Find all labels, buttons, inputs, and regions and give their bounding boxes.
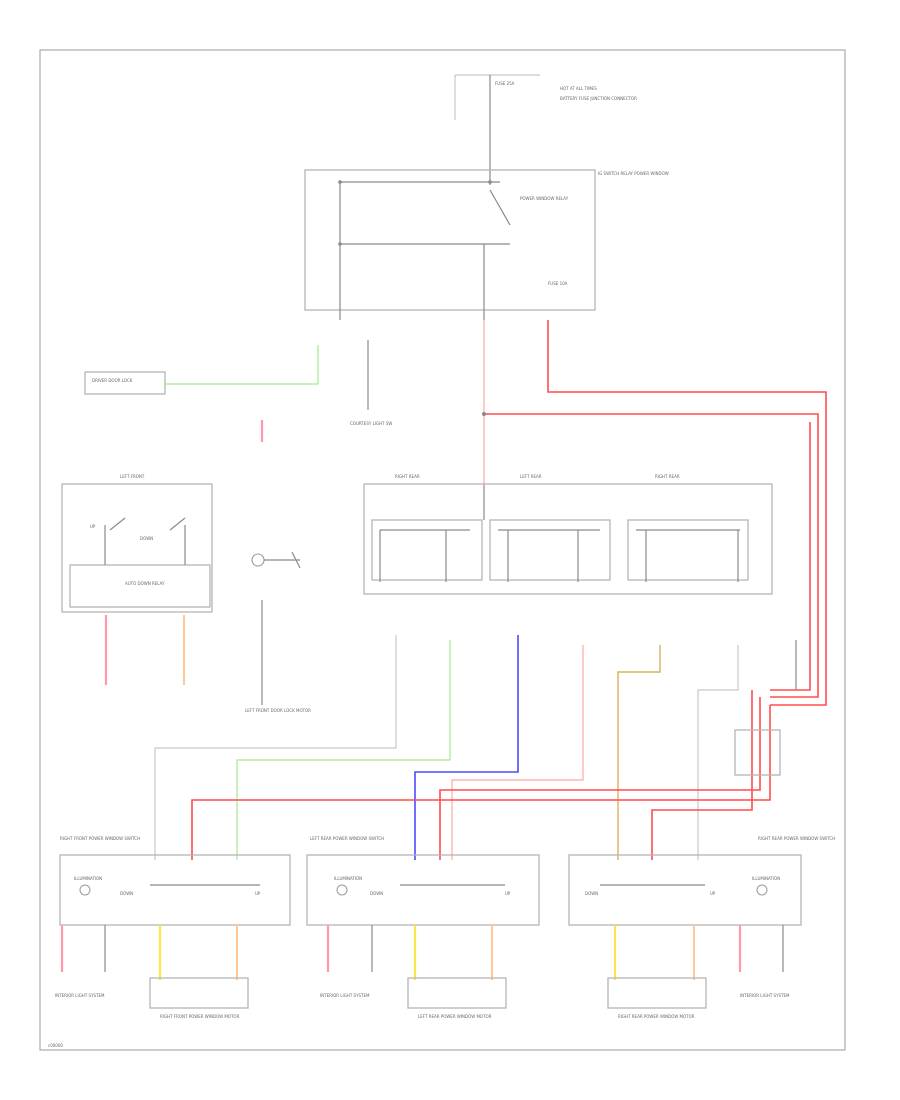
footer-code: c00000 bbox=[48, 1043, 63, 1048]
door-lock-label: DRIVER DOOR LOCK bbox=[92, 378, 133, 383]
rr-illum-label: ILLUMINATION bbox=[752, 876, 780, 881]
relay-note-label: IG SWITCH RELAY POWER WINDOW bbox=[598, 171, 669, 176]
lf-down-label: DOWN bbox=[140, 536, 153, 541]
rf-switch-label: RIGHT FRONT POWER WINDOW SWITCH bbox=[60, 836, 140, 841]
driver-door-lock-connection: DRIVER DOOR LOCK COURTESY LIGHT SW bbox=[84, 340, 392, 442]
left-rear-window-switch: LEFT REAR POWER WINDOW SWITCH ILLUMINATI… bbox=[306, 836, 540, 926]
module-3-header: RIGHT REAR bbox=[655, 474, 680, 479]
motor-lr-label: LEFT REAR POWER WINDOW MOTOR bbox=[418, 1014, 492, 1019]
diagram-frame bbox=[39, 49, 846, 1051]
motor-rf-label: RIGHT FRONT POWER WINDOW MOTOR bbox=[160, 1014, 240, 1019]
lr-illum-label: ILLUMINATION bbox=[334, 876, 362, 881]
fuse-note-label: BATTERY FUSE JUNCTION CONNECTOR bbox=[560, 96, 637, 101]
window-motors: RIGHT FRONT POWER WINDOW MOTOR LEFT REAR… bbox=[55, 977, 790, 1019]
rr-switch-label: RIGHT REAR POWER WINDOW SWITCH bbox=[758, 836, 835, 841]
rr-up-label: UP bbox=[710, 891, 716, 896]
motor-rr-label: RIGHT REAR POWER WINDOW MOTOR bbox=[618, 1014, 695, 1019]
module-1-header: RIGHT REAR bbox=[395, 474, 420, 479]
relay-label: POWER WINDOW RELAY bbox=[520, 196, 569, 201]
left-front-switch-assembly: LEFT FRONT AUTO DOWN RELAY UP DOWN bbox=[61, 474, 213, 613]
fuse-25a-label: FUSE 25A bbox=[495, 81, 515, 86]
switch-modules: RIGHT REAR LEFT REAR RIGHT REAR bbox=[363, 474, 773, 595]
lr-down-label: DOWN bbox=[370, 891, 383, 896]
rr-down-label: DOWN bbox=[585, 891, 598, 896]
module-2-header: LEFT REAR bbox=[520, 474, 542, 479]
battery-feed: FUSE 25A HOT AT ALL TIMES BATTERY FUSE J… bbox=[454, 74, 637, 185]
lr-up-label: UP bbox=[505, 891, 511, 896]
right-rear-window-switch: RIGHT REAR POWER WINDOW SWITCH ILLUMINAT… bbox=[568, 836, 835, 926]
hot-at-all-times-label: HOT AT ALL TIMES bbox=[560, 86, 597, 91]
door-lock-motor-label: LEFT FRONT DOOR LOCK MOTOR bbox=[245, 708, 311, 713]
power-window-relay: POWER WINDOW RELAY IG SWITCH RELAY POWER… bbox=[304, 169, 669, 320]
rf-up-label: UP bbox=[255, 891, 261, 896]
auto-relay-label: AUTO DOWN RELAY bbox=[125, 581, 165, 586]
red-power-trunk bbox=[482, 320, 827, 706]
lr-switch-label: LEFT REAR POWER WINDOW SWITCH bbox=[310, 836, 384, 841]
interior-light-3-label: INTERIOR LIGHT SYSTEM bbox=[740, 993, 790, 998]
interior-light-1-label: INTERIOR LIGHT SYSTEM bbox=[55, 993, 105, 998]
distribution-wires bbox=[104, 615, 797, 860]
door-lock-motor: LEFT FRONT DOOR LOCK MOTOR bbox=[245, 551, 311, 713]
lf-up-label: UP bbox=[90, 524, 96, 529]
rf-down-label: DOWN bbox=[120, 891, 133, 896]
left-front-header-label: LEFT FRONT bbox=[120, 474, 145, 479]
motor-feed-wires bbox=[60, 925, 784, 980]
right-front-window-switch: RIGHT FRONT POWER WINDOW SWITCH ILLUMINA… bbox=[59, 836, 291, 926]
fuse-10a-label: FUSE 10A bbox=[548, 281, 568, 286]
courtesy-sw-label: COURTESY LIGHT SW bbox=[350, 421, 392, 426]
interior-light-2-label: INTERIOR LIGHT SYSTEM bbox=[320, 993, 370, 998]
rf-illum-label: ILLUMINATION bbox=[74, 876, 102, 881]
